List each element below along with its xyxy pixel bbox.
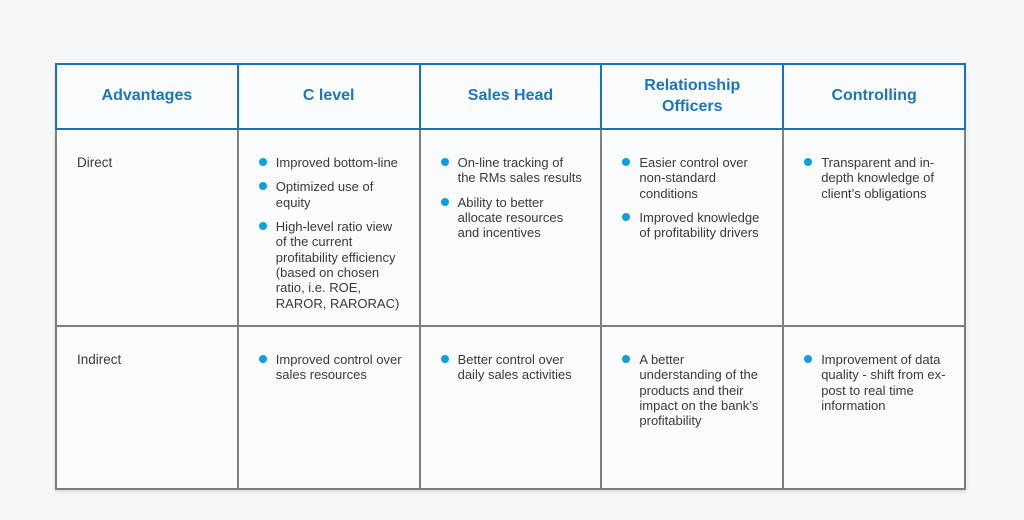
list-item: Transparent and in-depth knowledge of cl… bbox=[804, 155, 948, 201]
bullet-icon bbox=[258, 158, 267, 166]
list-item-text: High-level ratio view of the current pro… bbox=[275, 218, 400, 311]
column-header-c-level: C level bbox=[236, 63, 421, 130]
table-cell: Easier control over non-standard conditi… bbox=[600, 128, 785, 327]
list-item-text: Better control over daily sales activiti… bbox=[457, 351, 572, 383]
bullet-list: Improved control over sales resources bbox=[258, 351, 403, 383]
bullet-icon bbox=[440, 197, 449, 206]
list-item-text: Improvement of data quality - shift from… bbox=[821, 351, 946, 413]
list-item-text: Easier control over non-standard conditi… bbox=[639, 155, 748, 201]
column-header-advantages: Advantages bbox=[55, 63, 239, 130]
bullet-list: Better control over daily sales activiti… bbox=[440, 351, 585, 383]
list-item-text: A better understanding of the products a… bbox=[639, 351, 759, 429]
list-item: Better control over daily sales activiti… bbox=[440, 351, 585, 383]
bullet-list: A better understanding of the products a… bbox=[622, 352, 766, 429]
bullet-icon bbox=[440, 158, 449, 166]
list-item: A better understanding of the products a… bbox=[622, 352, 766, 429]
list-item-text: Improved control over sales resources bbox=[275, 351, 402, 383]
row-label: Direct bbox=[55, 128, 239, 327]
bullet-icon bbox=[622, 158, 631, 166]
list-item-text: Transparent and in-depth knowledge of cl… bbox=[821, 155, 935, 201]
bullet-icon bbox=[258, 221, 267, 230]
list-item-text: Ability to better allocate resources and… bbox=[457, 194, 564, 241]
list-item: Ability to better allocate resources and… bbox=[440, 194, 585, 241]
list-item: On-line tracking of the RMs sales result… bbox=[440, 155, 585, 186]
bullet-list: Transparent and in-depth knowledge of cl… bbox=[804, 155, 948, 201]
bullet-list: Improvement of data quality - shift from… bbox=[804, 352, 948, 413]
bullet-icon bbox=[258, 354, 267, 363]
column-header-relationship-officers: Relationship Officers bbox=[600, 63, 785, 130]
table-cell: Better control over daily sales activiti… bbox=[418, 324, 603, 490]
list-item: Easier control over non-standard conditi… bbox=[622, 155, 766, 201]
column-header-controlling: Controlling bbox=[782, 63, 966, 130]
list-item: Improvement of data quality - shift from… bbox=[804, 352, 948, 413]
bullet-list: Easier control over non-standard conditi… bbox=[622, 155, 766, 241]
list-item: Optimized use of equity bbox=[258, 179, 403, 210]
table-row-indirect: Indirect Improved control over sales reso… bbox=[55, 324, 966, 490]
list-item: Improved knowledge of profitability driv… bbox=[622, 210, 766, 241]
list-item-text: On-line tracking of the RMs sales result… bbox=[457, 155, 582, 186]
list-item-text: Optimized use of equity bbox=[275, 179, 374, 210]
row-label: Indirect bbox=[55, 324, 239, 490]
bullet-icon bbox=[258, 182, 267, 191]
list-item-text: Improved knowledge of profitability driv… bbox=[639, 209, 760, 241]
bullet-list: On-line tracking of the RMs sales result… bbox=[440, 155, 585, 241]
bullet-icon bbox=[804, 354, 813, 363]
bullet-icon bbox=[804, 158, 813, 166]
bullet-icon bbox=[622, 354, 631, 363]
table-cell: On-line tracking of the RMs sales result… bbox=[418, 128, 603, 327]
list-item: Improved control over sales resources bbox=[258, 351, 403, 383]
list-item-text: Improved bottom-line bbox=[275, 155, 398, 170]
list-item: High-level ratio view of the current pro… bbox=[258, 218, 403, 311]
table-cell: Improved control over sales resources bbox=[236, 324, 421, 490]
bullet-icon bbox=[622, 212, 631, 221]
table-cell: Improvement of data quality - shift from… bbox=[782, 324, 966, 490]
list-item: Improved bottom-line bbox=[258, 155, 403, 170]
bullet-icon bbox=[440, 354, 449, 363]
column-header-sales-head: Sales Head bbox=[418, 63, 603, 130]
table-cell: Transparent and in-depth knowledge of cl… bbox=[782, 128, 966, 327]
table-cell: A better understanding of the products a… bbox=[600, 324, 785, 490]
